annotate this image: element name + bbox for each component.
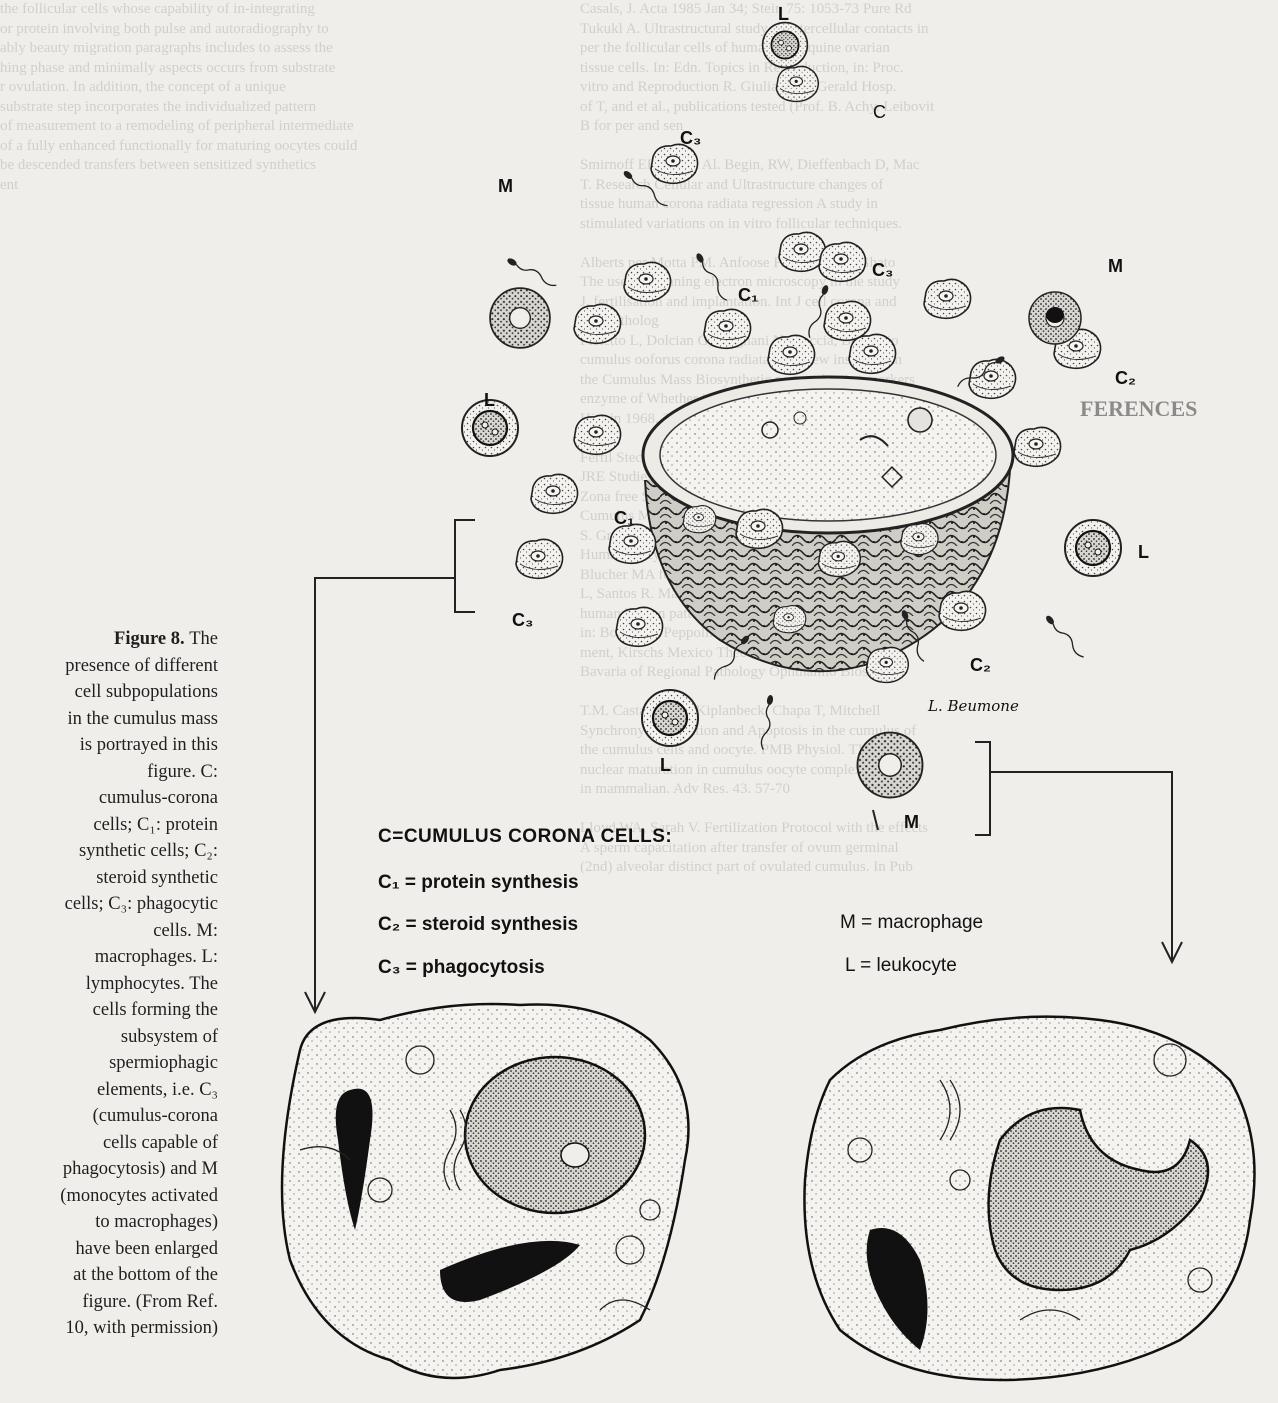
legend-c3: C₃ = phagocytosis (378, 957, 545, 979)
macrophage-cell (858, 733, 923, 798)
lymphocyte-cell (763, 23, 808, 68)
macrophage-cell (490, 288, 550, 348)
legend-c1: C₁ = protein synthesis (378, 872, 579, 894)
caption-line: figure. (From Ref. (0, 1289, 218, 1316)
label-c3: C₃ (680, 128, 701, 149)
caption-line: (monocytes activated (0, 1183, 218, 1210)
label-c2: C₂ (1115, 368, 1136, 389)
caption-line: Figure 8. The (0, 626, 218, 653)
caption-line: have been enlarged (0, 1236, 218, 1263)
label-l: L (1138, 542, 1149, 563)
caption-line: cells; C₁: protein (0, 812, 218, 839)
label-m: M (498, 176, 513, 197)
caption-line: in the cumulus mass (0, 706, 218, 733)
caption-line: cell subpopulations (0, 679, 218, 706)
label-l: L (484, 390, 495, 411)
caption-line: macrophages. L: (0, 944, 218, 971)
caption-line: synthetic cells; C₂: (0, 838, 218, 865)
label-c1: C₁ (614, 508, 634, 529)
caption-line: cells forming the (0, 997, 218, 1024)
caption-line: is portrayed in this (0, 732, 218, 759)
caption-line: presence of different (0, 653, 218, 680)
legend-header: C=CUMULUS CORONA CELLS: (378, 826, 672, 848)
legend-c2: C₂ = steroid synthesis (378, 914, 578, 936)
caption-line: cells. M: (0, 918, 218, 945)
legend-m: M = macrophage (840, 912, 983, 934)
caption-line: (cumulus-corona (0, 1103, 218, 1130)
caption-line: cumulus-corona (0, 785, 218, 812)
caption-line: steroid synthetic (0, 865, 218, 892)
label-c2: C₂ (970, 655, 991, 676)
lymphocyte-cell (642, 690, 698, 746)
macrophage-cell (1029, 292, 1081, 344)
enlarged-phagocytic-cell (282, 1004, 688, 1378)
caption-line: subsystem of (0, 1024, 218, 1051)
caption-line: phagocytosis) and M (0, 1156, 218, 1183)
caption-line: figure. C: (0, 759, 218, 786)
label-c1: C₁ (738, 285, 758, 306)
caption-line: elements, i.e. C₃ (0, 1077, 218, 1104)
label-c: C (873, 102, 886, 123)
label-l: L (660, 755, 671, 776)
label-m: M (1108, 256, 1123, 277)
caption-line: spermiophagic (0, 1050, 218, 1077)
caption-line: 10, with permission) (0, 1315, 218, 1342)
label-m: M (904, 812, 919, 833)
caption-line: at the bottom of the (0, 1262, 218, 1289)
caption-line: lymphocytes. The (0, 971, 218, 998)
caption-line: cells; C₃: phagocytic (0, 891, 218, 918)
caption-line: to macrophages) (0, 1209, 218, 1236)
enlarged-macrophage (804, 1017, 1254, 1380)
legend-l: L = leukocyte (845, 955, 957, 977)
caption-title: Figure 8. (114, 629, 189, 649)
label-c3: C₃ (512, 610, 533, 631)
artist-signature: L. Beumone (928, 697, 1019, 715)
lymphocyte-cell (1065, 520, 1121, 576)
label-l-top: L (778, 4, 789, 25)
caption-line: cells capable of (0, 1130, 218, 1157)
label-c3: C₃ (872, 260, 893, 281)
